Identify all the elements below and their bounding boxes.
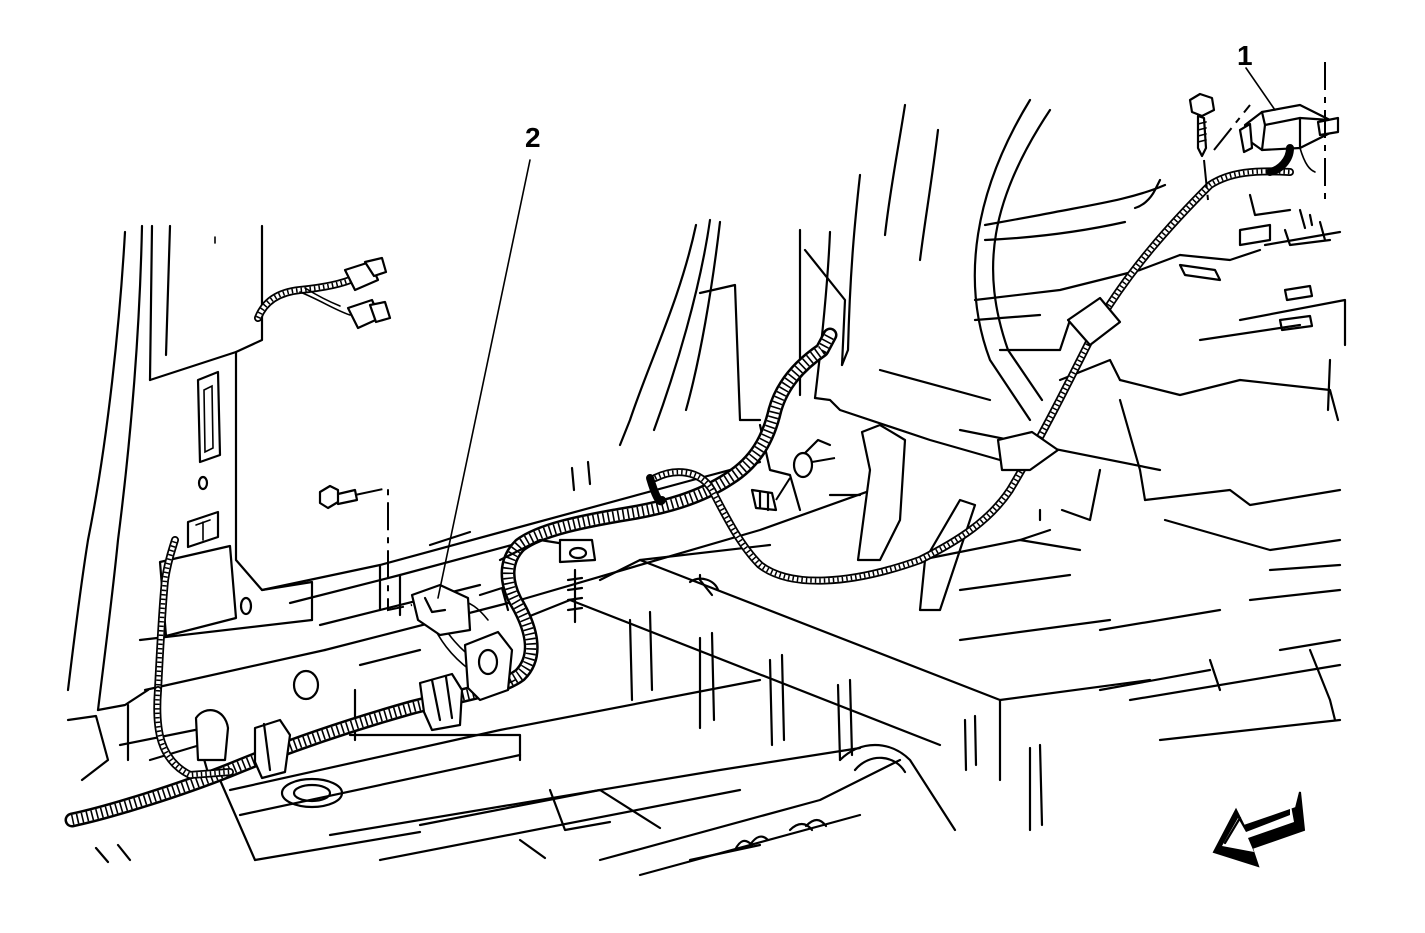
callout-number-1: 1 xyxy=(1237,40,1253,71)
harness-clips xyxy=(253,296,1122,780)
rear-pillar xyxy=(618,103,1042,522)
left-body-pillar xyxy=(66,224,327,762)
callout-2: 2 xyxy=(437,122,541,599)
part-1-module xyxy=(1238,62,1340,200)
rear-component xyxy=(598,743,957,877)
floor-panel xyxy=(66,460,902,864)
rear-quarter-panel xyxy=(973,98,1347,552)
part-2-sensor-bracket xyxy=(410,538,597,702)
wiring-harness-main xyxy=(64,167,1294,828)
floor-strap xyxy=(828,423,977,612)
callout-1: 1 xyxy=(1237,40,1276,111)
pigtail-connectors xyxy=(343,256,392,330)
front-direction-arrow-icon xyxy=(1212,791,1306,868)
callout-number-2: 2 xyxy=(525,122,541,153)
fasteners xyxy=(318,92,1251,612)
cargo-floor xyxy=(878,368,1342,742)
floor-ribs xyxy=(518,543,1044,832)
